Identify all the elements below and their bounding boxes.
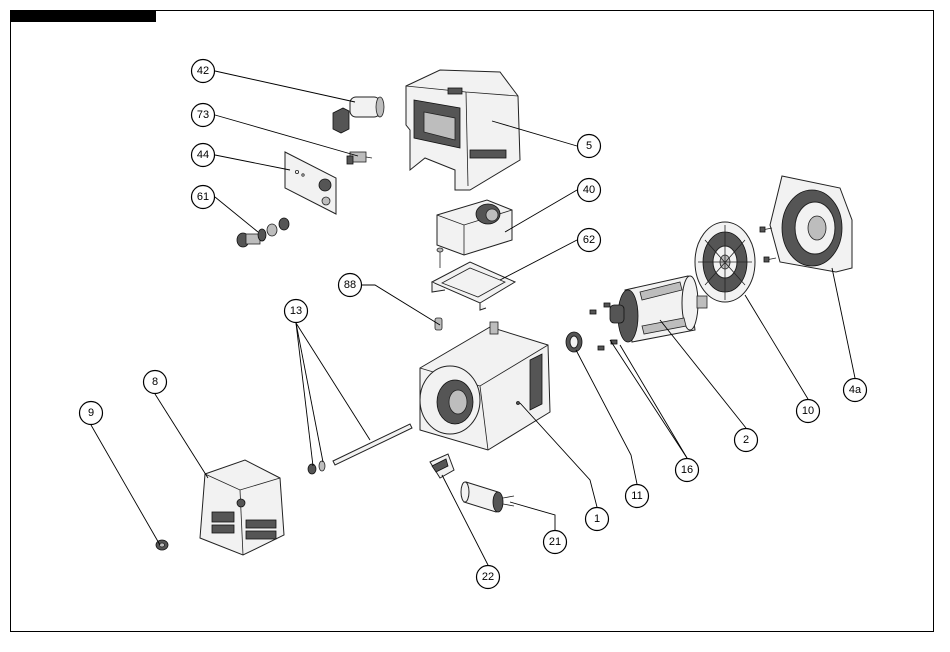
callout-61-label: 61 [197, 191, 209, 203]
part-40-drawing [437, 200, 512, 268]
callout-1: 1 [586, 508, 609, 531]
part-2-drawing [610, 276, 707, 342]
part-42-drawing [333, 97, 384, 133]
callout-5: 5 [578, 135, 601, 158]
callout-8: 8 [144, 371, 167, 394]
callout-22-label: 22 [482, 571, 494, 583]
part-8-drawing [200, 460, 284, 555]
part-22-drawing [430, 454, 454, 478]
callout-4a: 4a [844, 379, 867, 402]
callout-2: 2 [735, 429, 758, 452]
callout-40-label: 40 [583, 184, 595, 196]
callout-62: 62 [578, 229, 601, 252]
part-11-drawing [566, 332, 582, 352]
callout-4a-label: 4a [849, 384, 862, 396]
callout-44: 44 [192, 144, 215, 167]
callout-2-label: 2 [743, 434, 749, 446]
callout-5-label: 5 [586, 140, 592, 152]
callout-42: 42 [192, 60, 215, 83]
callout-61: 61 [192, 186, 215, 209]
callout-16-label: 16 [681, 464, 693, 476]
callout-13: 13 [285, 300, 308, 323]
callout-62-label: 62 [583, 234, 595, 246]
part-5-drawing [406, 70, 520, 190]
callout-88: 88 [339, 274, 362, 297]
callout-11: 11 [626, 485, 649, 508]
part-13-drawing [308, 424, 412, 474]
callout-11-label: 11 [631, 490, 642, 502]
callout-44-label: 44 [197, 149, 209, 161]
callout-1-label: 1 [594, 513, 600, 525]
callout-21-label: 21 [549, 536, 561, 548]
callout-13-label: 13 [290, 305, 302, 317]
part-44-drawing [285, 152, 336, 214]
callout-40: 40 [578, 179, 601, 202]
part-10-drawing [695, 222, 755, 302]
callout-73-label: 73 [197, 109, 209, 121]
callout-9: 9 [80, 402, 103, 425]
callout-88-label: 88 [344, 279, 356, 291]
callout-9-label: 9 [88, 407, 94, 419]
callout-73: 73 [192, 104, 215, 127]
part-21-drawing [461, 482, 514, 512]
part-62-drawing [432, 262, 515, 310]
callout-8-label: 8 [152, 376, 158, 388]
part-61-drawing [237, 218, 289, 247]
callout-42-label: 42 [197, 65, 209, 77]
callout-22: 22 [477, 566, 500, 589]
part-1-drawing [420, 322, 550, 450]
callout-21: 21 [544, 531, 567, 554]
part-4a-drawing [760, 176, 852, 272]
callout-16: 16 [676, 459, 699, 482]
callout-10-label: 10 [802, 405, 814, 417]
callout-10: 10 [797, 400, 820, 423]
